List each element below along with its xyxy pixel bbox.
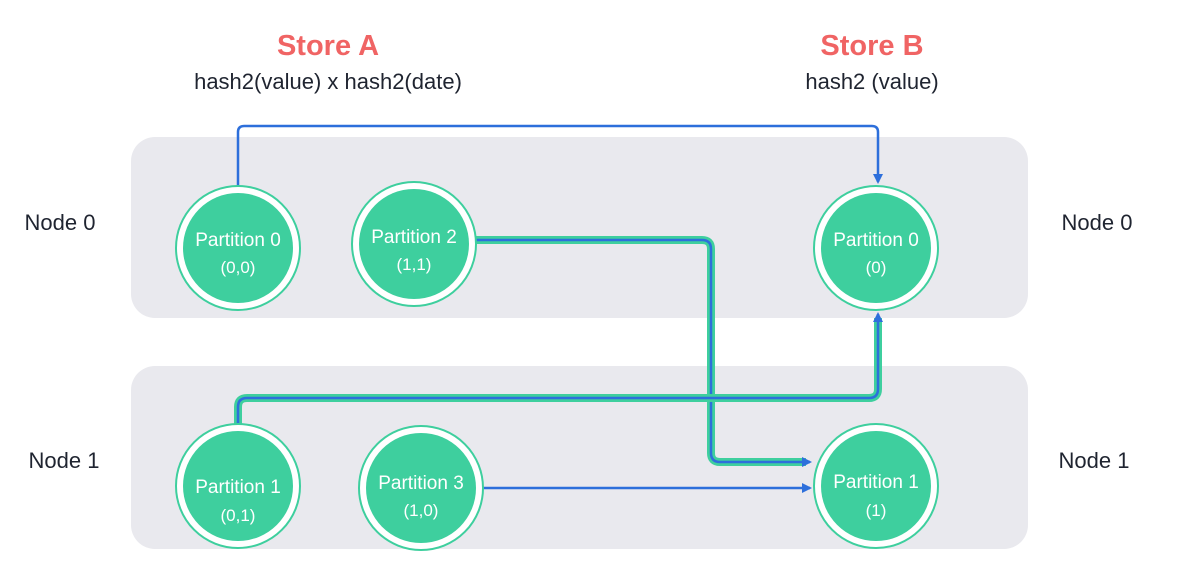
flow-a0-to-b0 [236, 124, 883, 186]
partition-label: Partition 1 [195, 477, 281, 498]
partition-a1: Partition 1 (0,1) [175, 423, 301, 549]
store-b-subtitle: hash2 (value) [805, 69, 938, 94]
partition-key: (1,1) [397, 255, 432, 274]
partition-label: Partition 0 [833, 230, 919, 251]
flows [234, 124, 883, 493]
partition-key: (1,0) [404, 501, 439, 520]
partition-a2: Partition 2 (1,1) [351, 181, 477, 307]
partition-b1: Partition 1 (1) [813, 423, 939, 549]
partition-label: Partition 2 [371, 227, 457, 248]
partition-key: (1) [866, 501, 887, 520]
partition-key: (0,0) [221, 258, 256, 277]
flow-a1-to-b0 [234, 312, 883, 424]
flow-a2-to-b1 [476, 236, 812, 467]
node-label-right-1: Node 1 [1059, 448, 1130, 473]
partition-key: (0,1) [221, 506, 256, 525]
store-a-title: Store A [277, 30, 379, 62]
partition-a3: Partition 3 (1,0) [358, 425, 484, 551]
node-label-left-0: Node 0 [25, 210, 96, 235]
partition-label: Partition 0 [195, 230, 281, 251]
partition-a0: Partition 0 (0,0) [175, 185, 301, 311]
node-label-left-1: Node 1 [29, 448, 100, 473]
node-0-band [131, 137, 1028, 318]
partition-label: Partition 1 [833, 472, 919, 493]
node-1-band [131, 366, 1028, 549]
partition-key: (0) [866, 258, 887, 277]
partition-label: Partition 3 [378, 473, 464, 494]
store-b-title: Store B [820, 30, 923, 62]
node-label-right-0: Node 0 [1062, 210, 1133, 235]
store-a-subtitle: hash2(value) x hash2(date) [194, 69, 462, 94]
partition-b0: Partition 0 (0) [813, 185, 939, 311]
